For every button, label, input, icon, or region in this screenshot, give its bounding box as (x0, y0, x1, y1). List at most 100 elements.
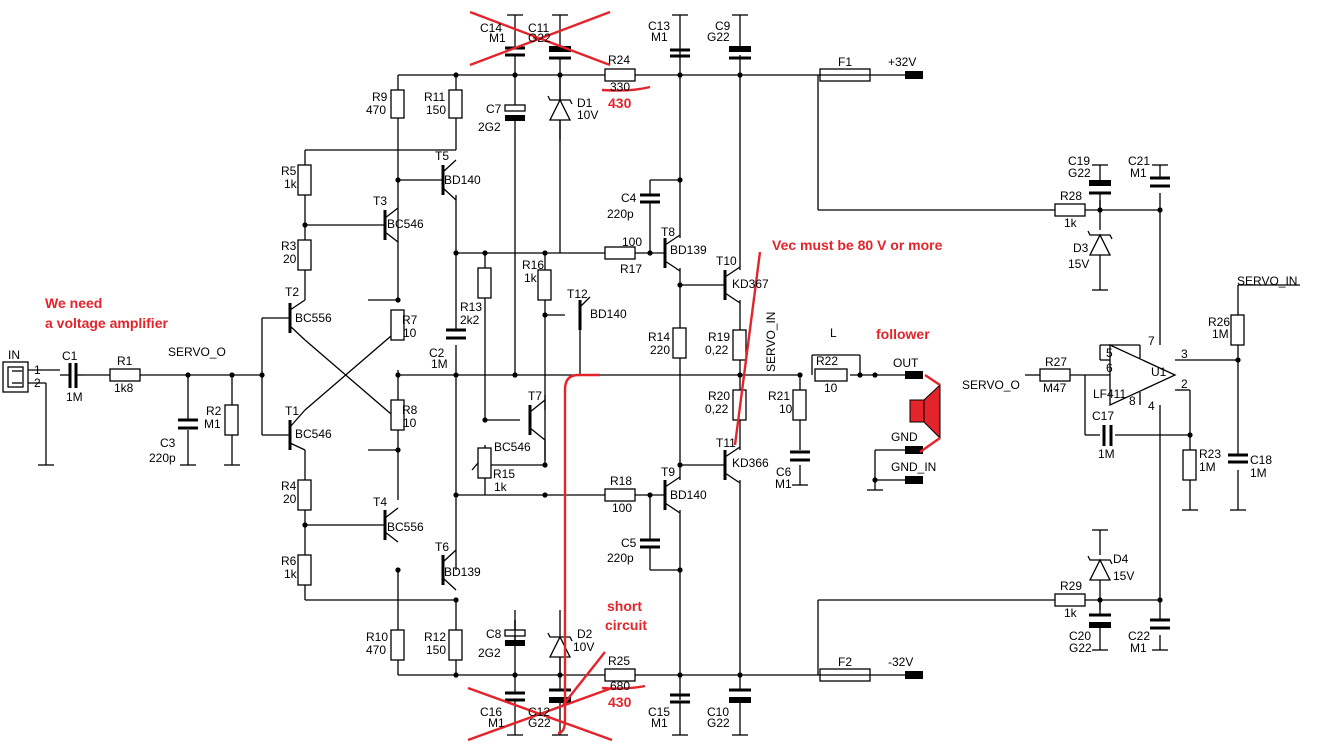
label-r11n: R11 (424, 90, 445, 104)
label-r7n: R7 (402, 313, 418, 327)
label-out: OUT (893, 356, 919, 370)
label-pin2: 2 (34, 376, 41, 390)
resistor-r13 (477, 267, 492, 299)
label-c7n: C7 (486, 102, 502, 116)
label-in: IN (8, 348, 20, 362)
capacitor-c22 (1150, 618, 1170, 630)
label-c18n: C18 (1250, 453, 1272, 467)
label-r3v: 20 (283, 252, 297, 266)
resistors (109, 68, 1245, 682)
resistor-r19 (732, 329, 747, 361)
label-c17v: 1M (1098, 447, 1115, 461)
resistor-r27 (1039, 368, 1071, 382)
label-c2v: 1M (431, 357, 448, 371)
label-c3n: C3 (160, 436, 176, 450)
label-c12v: G22 (528, 716, 551, 730)
label-r18n: R18 (610, 474, 632, 488)
capacitor-c3 (178, 418, 198, 430)
label-r6n: R6 (281, 554, 297, 568)
label-d3n: D3 (1073, 241, 1089, 255)
label-r23n: R23 (1199, 447, 1221, 461)
label-r6v: 1k (284, 567, 298, 581)
label-u1p8: 8 (1129, 394, 1136, 408)
label-c3v: 220p (149, 451, 176, 465)
capacitor-c2 (446, 328, 466, 340)
zener-d1 (547, 95, 573, 140)
resistor-r1 (109, 368, 141, 382)
transistor-t3 (383, 207, 399, 243)
label-r2n: R2 (206, 404, 222, 418)
label-d1n: D1 (577, 96, 593, 110)
transistor-t6 (441, 549, 457, 591)
label-r21n: R21 (768, 389, 790, 403)
resistor-r15 (477, 447, 492, 479)
label-c13n: C13 (648, 19, 670, 33)
label-r25n: R25 (608, 654, 630, 668)
label-p32: +32V (888, 55, 916, 69)
resistor-r23 (1182, 449, 1197, 481)
label-r10n: R10 (366, 630, 388, 644)
label-u1p5: 5 (1106, 346, 1113, 360)
label-r29n: R29 (1060, 579, 1082, 593)
label-d3v: 15V (1068, 257, 1089, 271)
label-t12n: T12 (567, 287, 588, 301)
label-u1t: LF411 (1093, 387, 1126, 401)
label-r4v: 20 (283, 492, 297, 506)
label-t1t: BC546 (295, 427, 332, 441)
transistor-t7 (528, 399, 546, 465)
label-c13v: M1 (651, 30, 668, 44)
label-r19v: 0,22 (705, 343, 729, 357)
label-t11n: T11 (716, 436, 736, 450)
annotation-a2: a voltage amplifier (45, 315, 168, 331)
transistor-t12 (578, 296, 591, 330)
capacitor-c5 (640, 538, 660, 555)
gnd-terminal (905, 446, 923, 454)
label-c14n: C14 (480, 21, 502, 35)
junction-dots (185, 72, 1241, 678)
capacitor-c15 (670, 693, 690, 736)
label-c10v: G22 (707, 716, 730, 730)
label-r22n: R22 (816, 354, 838, 368)
label-c4v: 220p (607, 207, 634, 221)
capacitor-c21 (1150, 176, 1170, 188)
label-r1v: 1k8 (114, 381, 134, 395)
label-r20v: 0,22 (705, 402, 729, 416)
label-t2t: BC556 (295, 311, 332, 325)
label-r17l: 100 (622, 235, 642, 249)
label-t12t: BD140 (590, 307, 627, 321)
vec-pointer-line (733, 251, 762, 446)
label-r4n: R4 (281, 479, 297, 493)
label-r22v: 10 (824, 381, 838, 395)
label-r15v: 1k (494, 480, 508, 494)
label-r15n: R15 (493, 467, 515, 481)
resistor-r2 (224, 404, 239, 436)
short-circuit-path (557, 373, 600, 735)
label-c12n: C12 (528, 705, 550, 719)
label-r20n: R20 (708, 389, 730, 403)
resistor-r10 (390, 629, 405, 661)
label-r13n: R13 (460, 300, 482, 314)
label-c11n: C11 (528, 21, 549, 35)
capacitor-c7 (504, 75, 526, 140)
transistor-t10 (723, 266, 741, 304)
underline-r25 (601, 684, 646, 690)
label-d2v: 10V (573, 640, 594, 654)
annotation-a5: short (607, 598, 642, 614)
gnd-in-terminal (905, 476, 923, 484)
label-c18v: 1M (1250, 466, 1267, 480)
label-c20n: C20 (1069, 629, 1091, 643)
label-r7v: 10 (403, 326, 417, 340)
red-annotations (467, 10, 762, 742)
label-t3t: BC546 (387, 217, 424, 231)
out-terminal (905, 371, 923, 379)
label-c15n: C15 (648, 705, 670, 719)
resistor-r7 (390, 309, 405, 341)
label-gnd: GND (891, 430, 918, 444)
transistor-t2 (288, 299, 306, 341)
transistor-t11 (723, 446, 741, 484)
transistor-t9 (663, 476, 681, 514)
annotation-a7: 430 (608, 95, 632, 111)
label-r5v: 1k (284, 177, 298, 191)
resistor-r4 (297, 479, 312, 511)
